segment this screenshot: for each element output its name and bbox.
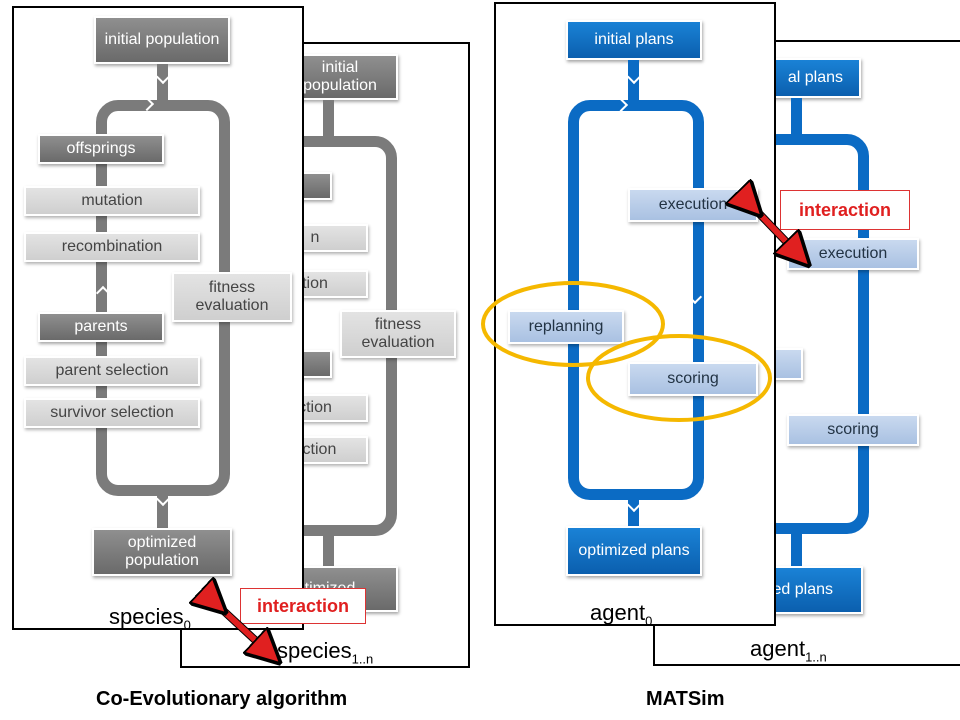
matsim-front-optimized-plans: optimized plans — [566, 526, 702, 576]
matsim-front-loop — [568, 100, 704, 500]
coevo-front-bottom-connector — [157, 492, 168, 532]
matsim-back-top-connector — [791, 98, 802, 138]
coevo-front-species-label: species0 — [109, 604, 191, 630]
coevo-front-parents: parents — [38, 312, 164, 342]
matsim-back-execution: execution — [787, 238, 919, 270]
coevo-front-parent-selection: parent selection — [24, 356, 200, 386]
coevo-back-bottom-connector — [323, 534, 334, 568]
matsim-front-replanning: replanning — [508, 310, 624, 344]
matsim-front-agent-label: agent0 — [590, 600, 653, 626]
matsim-front-scoring: scoring — [628, 362, 758, 396]
coevo-caption: Co-Evolutionary algorithm — [96, 688, 348, 710]
coevo-back-fitness-evaluation: fitness evaluation — [340, 310, 456, 358]
matsim-front-bottom-connector — [628, 498, 639, 532]
coevo-front-optimized-population: optimized population — [92, 528, 232, 576]
coevo-interaction-box: interaction — [240, 588, 366, 624]
matsim-front-panel: initial plans execution replanning scori… — [494, 2, 776, 626]
matsim-interaction-box: interaction — [780, 190, 910, 230]
coevo-front-top-connector — [157, 64, 168, 104]
matsim-front-execution: execution — [628, 188, 758, 222]
matsim-front-initial-plans: initial plans — [566, 20, 702, 60]
coevo-front-fitness-evaluation: fitness evaluation — [172, 272, 292, 322]
coevo-front-offsprings: offsprings — [38, 134, 164, 164]
coevo-front-mutation: mutation — [24, 186, 200, 216]
coevo-back-top-connector — [323, 100, 334, 140]
matsim-back-agent-label: agent1..n — [750, 636, 827, 665]
matsim-caption: MATSim — [646, 688, 725, 710]
matsim-front-top-connector — [628, 60, 639, 104]
matsim-back-scoring: scoring — [787, 414, 919, 446]
coevo-front-recombination: recombination — [24, 232, 200, 262]
coevo-front-survivor-selection: survivor selection — [24, 398, 200, 428]
coevo-front-initial-population: initial population — [94, 16, 230, 64]
coevo-front-panel: initial population offsprings mutation r… — [12, 6, 304, 630]
coevo-back-species-label: species1..n — [277, 638, 374, 667]
matsim-back-bottom-connector — [791, 532, 802, 568]
